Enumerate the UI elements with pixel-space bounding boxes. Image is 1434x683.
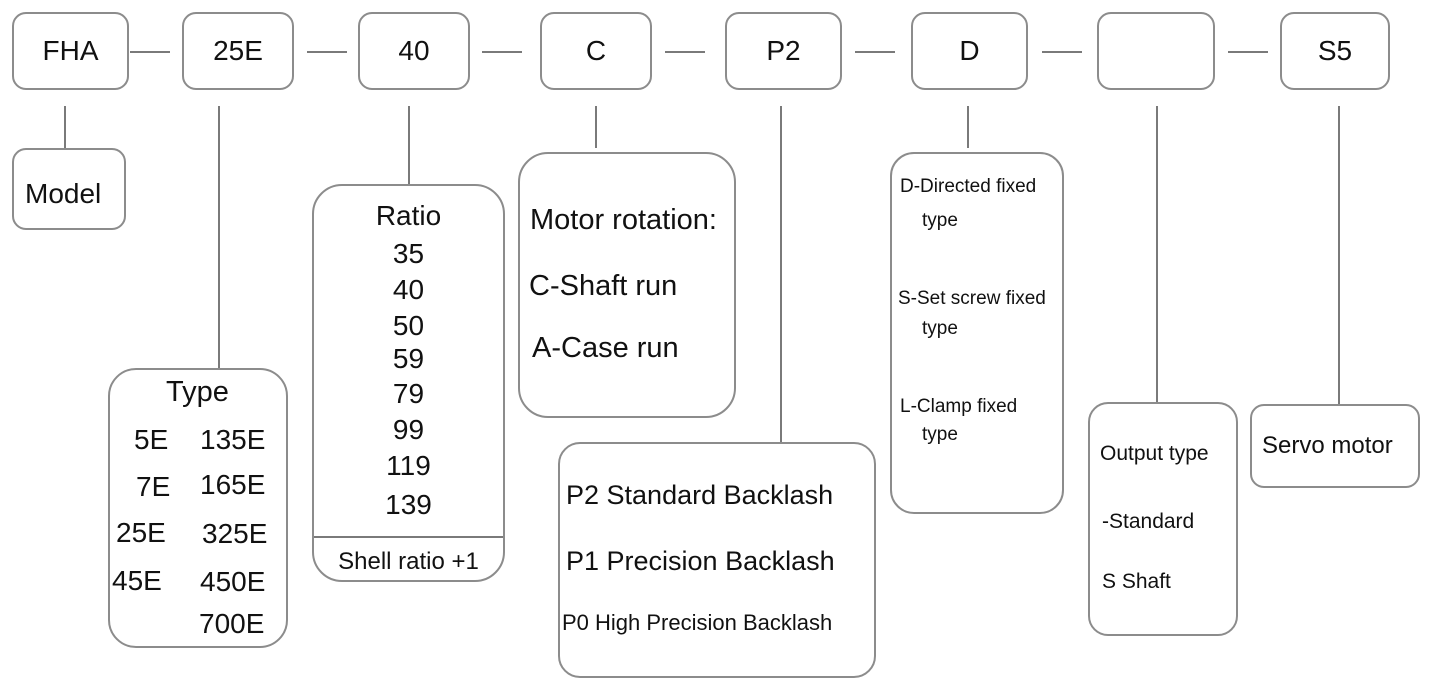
- ratio-value-7: 119: [386, 450, 431, 481]
- connector-6: [1042, 51, 1082, 53]
- ratio-value-4: 59: [392, 343, 425, 374]
- fixing-item-2-line-2: type: [922, 318, 958, 339]
- backlash-box: P2 Standard Backlash P1 Precision Backla…: [558, 442, 876, 678]
- code-fixing: D: [959, 35, 980, 66]
- ratio-box: Ratio 35 40 50 59 79 99 119 139 Shell ra…: [312, 184, 505, 582]
- fixing-item-3-line-2: type: [922, 424, 958, 445]
- type-right-3: 325E: [202, 518, 268, 549]
- code-box-ratio: 40: [358, 12, 470, 90]
- code-type: 25E: [213, 35, 263, 66]
- code-box-rotation: C: [540, 12, 652, 90]
- leader-type: [218, 106, 220, 368]
- connector-4: [665, 51, 705, 53]
- fixing-item-3-line-1: L-Clamp fixed: [900, 396, 1018, 417]
- model-label: Model: [25, 178, 102, 209]
- ratio-value-5: 79: [392, 378, 425, 409]
- connector-3: [482, 51, 522, 53]
- backlash-line-3: P0 High Precision Backlash: [562, 610, 833, 635]
- code-box-fixing: D: [911, 12, 1028, 90]
- leader-ratio: [408, 106, 410, 184]
- connector-5: [855, 51, 895, 53]
- motor-label: Servo motor: [1262, 432, 1393, 459]
- fixing-box: D-Directed fixed type S-Set screw fixed …: [890, 152, 1064, 514]
- leader-rotation: [595, 106, 597, 148]
- fixing-item-1-line-2: type: [922, 210, 958, 231]
- ratio-value-8: 139: [385, 489, 432, 520]
- connector-1: [130, 51, 170, 53]
- motor-box: Servo motor: [1250, 404, 1420, 488]
- ratio-value-2: 40: [392, 274, 425, 305]
- ratio-divider: [314, 536, 503, 538]
- type-right-2: 165E: [200, 469, 266, 500]
- code-rotation: C: [585, 35, 607, 66]
- ratio-value-6: 99: [392, 414, 425, 445]
- model-box: Model: [12, 148, 126, 230]
- ratio-value-1: 35: [392, 238, 425, 269]
- type-left-1: 5E: [134, 424, 169, 455]
- code-backlash: P2: [766, 35, 801, 66]
- output-box: Output type -Standard S Shaft: [1088, 402, 1238, 636]
- leader-output: [1156, 106, 1158, 402]
- ratio-title: Ratio: [375, 200, 442, 231]
- type-left-3: 25E: [116, 517, 166, 548]
- rotation-line-2: A-Case run: [532, 332, 679, 364]
- leader-model: [64, 106, 66, 148]
- leader-fixing: [967, 106, 969, 148]
- type-left-4: 45E: [112, 565, 162, 596]
- rotation-box: Motor rotation: C-Shaft run A-Case run: [518, 152, 736, 418]
- code-model: FHA: [42, 35, 99, 66]
- code-motor: S5: [1317, 35, 1353, 66]
- type-left-2: 7E: [136, 471, 171, 502]
- code-box-motor: S5: [1280, 12, 1390, 90]
- code-box-model: FHA: [12, 12, 129, 90]
- type-right-5: 700E: [199, 608, 265, 639]
- connector-7: [1228, 51, 1268, 53]
- output-line-2: -Standard: [1102, 510, 1195, 533]
- connector-2: [307, 51, 347, 53]
- code-box-backlash: P2: [725, 12, 842, 90]
- type-title: Type: [166, 376, 229, 408]
- rotation-title: Motor rotation:: [530, 204, 717, 236]
- code-ratio: 40: [398, 35, 430, 66]
- rotation-line-1: C-Shaft run: [529, 270, 678, 302]
- backlash-line-1: P2 Standard Backlash: [566, 480, 834, 510]
- type-right-1: 135E: [200, 424, 266, 455]
- type-right-4: 450E: [200, 566, 266, 597]
- code-box-type: 25E: [182, 12, 294, 90]
- output-line-3: S Shaft: [1102, 570, 1171, 593]
- leader-motor: [1338, 106, 1340, 404]
- ratio-footer: Shell ratio +1: [338, 548, 479, 575]
- leader-backlash: [780, 106, 782, 442]
- output-line-1: Output type: [1100, 442, 1209, 465]
- fixing-item-1-line-1: D-Directed fixed: [900, 176, 1037, 197]
- type-box: Type 5E 7E 25E 45E 135E 165E 325E 450E 7…: [108, 368, 288, 648]
- fixing-item-2-line-1: S-Set screw fixed: [898, 288, 1046, 309]
- code-box-output: [1097, 12, 1215, 90]
- backlash-line-2: P1 Precision Backlash: [566, 546, 835, 576]
- ratio-value-3: 50: [392, 310, 425, 341]
